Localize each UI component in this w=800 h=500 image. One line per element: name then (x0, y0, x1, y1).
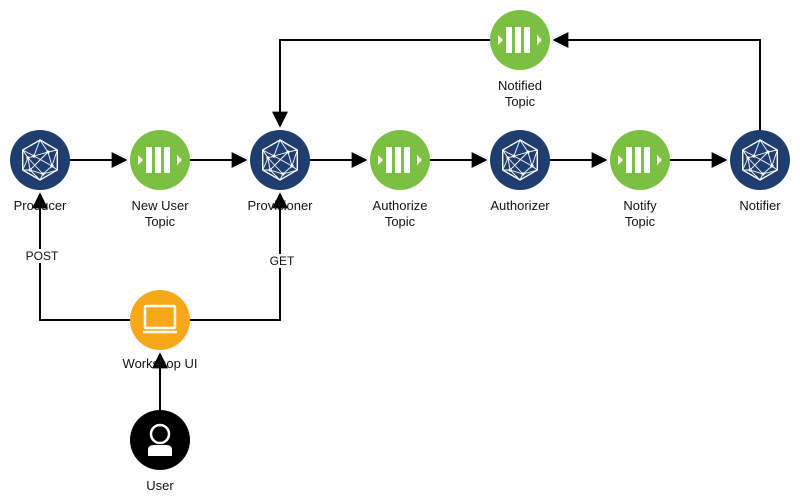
provisioner-node[interactable] (249, 129, 311, 191)
producer-node[interactable] (9, 129, 71, 191)
edge-ui-producer-post (32, 192, 130, 321)
authorizer-label: Authorizer (490, 198, 550, 213)
user-icon (148, 423, 172, 456)
notifier-label: Notifier (739, 198, 781, 213)
user-label: User (146, 478, 174, 493)
edge-notified-provisioner (272, 39, 490, 128)
workshop-ui-node[interactable] (130, 290, 190, 350)
monitor-icon (143, 304, 177, 334)
hexagon-network-icon (9, 129, 71, 191)
notifier-node[interactable] (729, 129, 791, 191)
get-edge-label: GET (267, 254, 297, 268)
notify-topic-node[interactable] (610, 130, 670, 190)
queue-icon (490, 10, 550, 70)
authorize-topic-node[interactable] (370, 130, 430, 190)
edge-ui-provisioner-get (190, 192, 288, 321)
post-edge-label: POST (23, 249, 61, 263)
notified-topic-label: Notified Topic (497, 78, 543, 109)
notified-topic-node[interactable] (490, 10, 550, 70)
workshop-ui-label: Workshop UI (122, 356, 198, 371)
hexagon-network-icon (489, 129, 551, 191)
authorizer-node[interactable] (489, 129, 551, 191)
user-node[interactable] (130, 410, 190, 470)
hexagon-network-icon (249, 129, 311, 191)
producer-label: Producer (13, 198, 67, 213)
edge-notifier-notified (552, 32, 761, 130)
connectors (32, 32, 761, 410)
notify-topic-label: Notify Topic (623, 198, 657, 229)
hexagon-network-icon (729, 129, 791, 191)
ui-circle (130, 290, 190, 350)
queue-icon (130, 130, 190, 190)
new-user-topic-node[interactable] (130, 130, 190, 190)
provisioner-label: Provisioner (247, 198, 313, 213)
authorize-topic-label: Authorize Topic (372, 198, 428, 229)
queue-icon (370, 130, 430, 190)
queue-icon (610, 130, 670, 190)
user-circle (130, 410, 190, 470)
new-user-topic-label: New User Topic (131, 198, 189, 229)
